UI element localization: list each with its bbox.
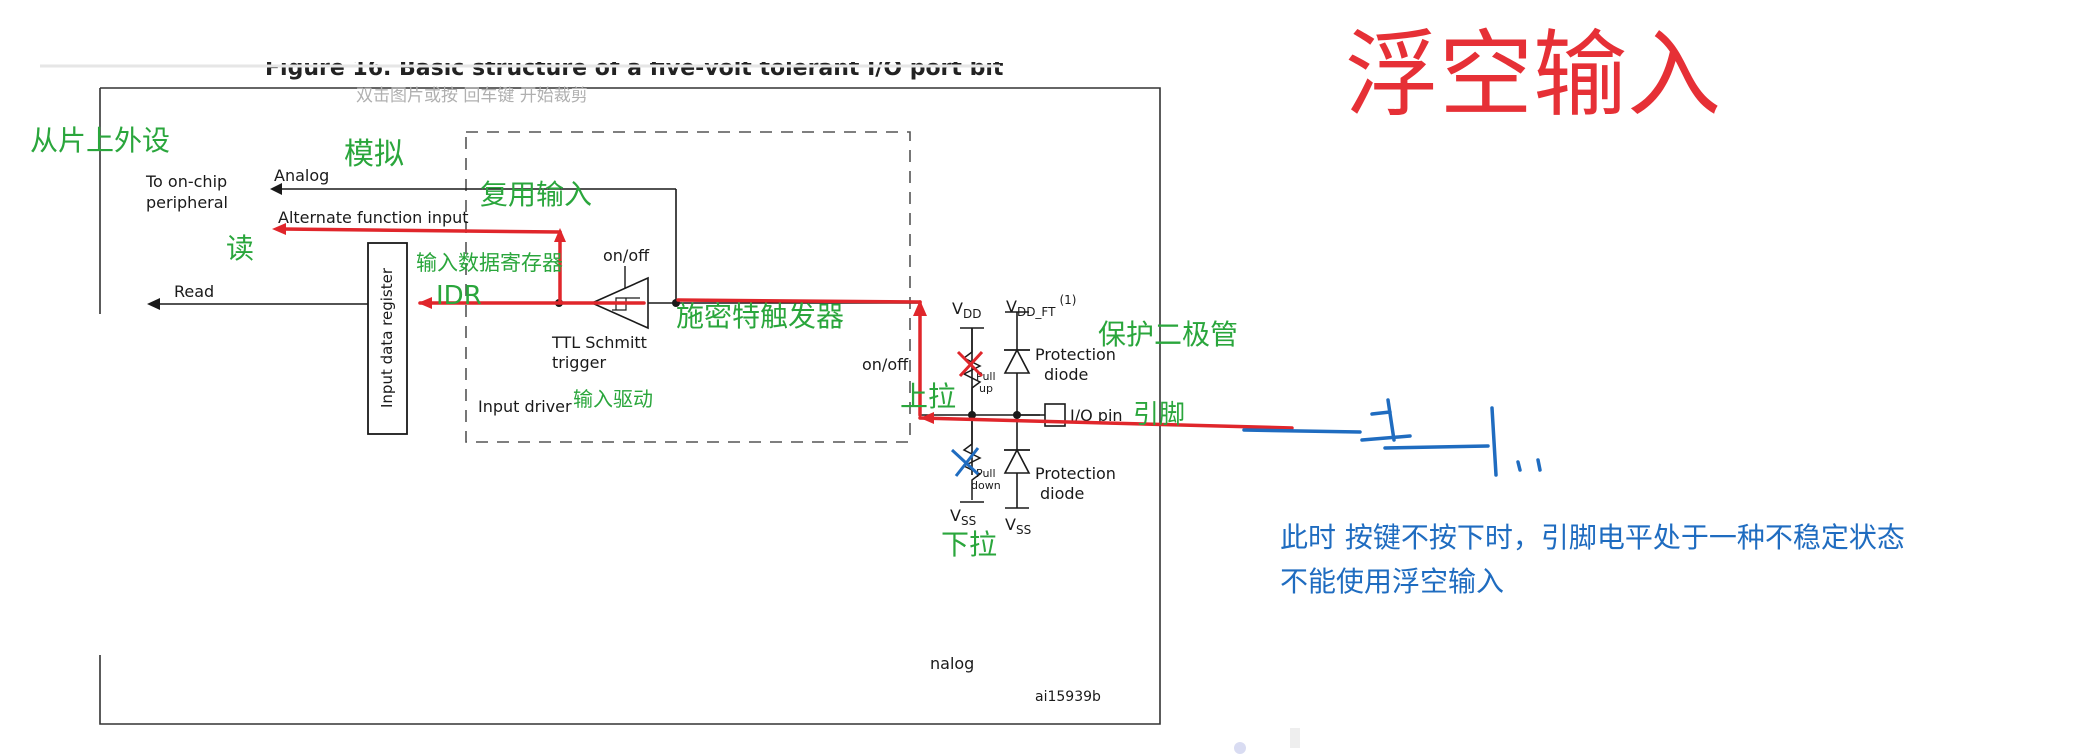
vddft-label: VDD_FT(1) [1006,293,1076,319]
from-onchip-annotation: 从片上外设 [30,124,170,157]
ttl-schmitt-label-1: TTL Schmitt [551,333,647,352]
protection-diode-bottom-symbol [1003,448,1031,474]
alt-function-input-label: Alternate function input [278,208,469,227]
analog-bottom-label: nalog [930,654,974,673]
crop-hint: 双击图片或按 回车键 开始裁剪 [356,86,588,106]
input-driver-annotation: 输入驱动 [573,387,653,411]
protection-diode-top-symbol [1003,348,1031,374]
io-junction-left [968,411,976,419]
analog-arrowhead [270,183,282,195]
read-arrowhead [147,298,160,310]
to-onchip-label-2: peripheral [146,193,228,212]
pull-down-resistor [962,418,982,500]
vss-right-label: VSS [1005,515,1031,537]
schmitt-on-off-label: on/off [603,246,650,265]
input-driver-box [465,131,911,443]
input-data-register-label: Input data register [378,267,396,408]
input-driver-label: Input driver [478,397,572,416]
idr-annotation: IDR [436,281,482,311]
pull-down-cross-icon [950,447,980,477]
vss-left-label: VSS [950,506,976,528]
red-arrow-idr [418,297,432,309]
to-onchip-label-1: To on-chip [145,172,227,191]
schmitt-annotation: 施密特触发器 [676,300,844,333]
pin-annotation: 引脚 [1133,400,1185,430]
red-arrow-pin [920,412,934,424]
crop-notch [890,560,930,650]
input-data-register [367,242,408,435]
pull-up-label-2: up [979,382,993,395]
io-junction-right [1013,411,1021,419]
idr-cn-annotation: 输入数据寄存器 [416,251,563,275]
pull-up-cross-icon [956,350,984,378]
protection-diode-annotation: 保护二极管 [1098,318,1238,351]
page-title: 浮空输入 [1345,21,1721,130]
protection-diode-top-label-1: Protection [1035,345,1116,364]
figure-ref: ai15939b [1035,689,1101,705]
artifact-dot [1234,742,1246,754]
pull-down-label-1: Pull [976,467,996,480]
note-line-1: 此时 按键不按下时，引脚电平处于一种不稳定状态 [1280,521,1905,554]
analog-label: Analog [274,166,329,185]
vdd-label: VDD [952,299,981,321]
pull-down-label-2: down [971,479,1001,492]
red-arrow-alt [272,223,286,235]
note-line-2: 不能使用浮空输入 [1280,565,1504,598]
red-signal-path [280,227,1294,430]
alt-input-annotation: 复用输入 [480,178,592,211]
pull-up-annotation: 上拉 [900,380,956,413]
red-arrow-up [554,228,566,242]
read-annotation: 读 [226,232,254,265]
pull-down-annotation: 下拉 [941,528,997,561]
side-on-off-label: on/off [862,355,909,374]
button-sketch-icon [1242,398,1542,477]
caption-crop-edge [0,0,1320,62]
protection-diode-bottom-label-1: Protection [1035,464,1116,483]
ttl-schmitt-label-2: trigger [552,353,606,372]
artifact-mark [1290,728,1300,748]
analog-annotation: 模拟 [344,137,404,172]
io-pin-label: I/O pin [1070,406,1123,425]
figure-frame [99,87,1161,725]
protection-diode-bottom-label-2: diode [1040,484,1084,503]
pull-up-resistor [962,328,982,412]
red-arrow-input [913,300,927,316]
protection-diode-top-label-2: diode [1044,365,1088,384]
read-label: Read [174,282,214,301]
